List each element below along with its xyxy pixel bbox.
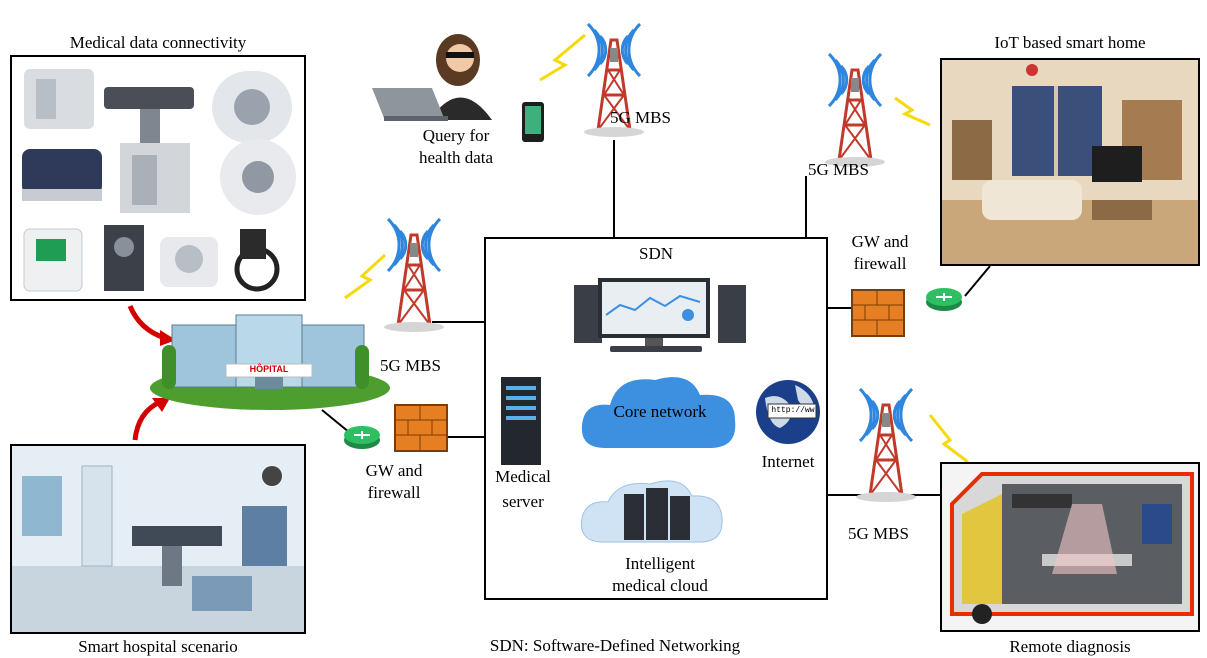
gw-right-line1: GW and [851, 232, 909, 251]
internet-globe-icon [756, 380, 820, 444]
medical-equipment-illustration [22, 69, 296, 292]
living-room-illustration [942, 60, 1198, 264]
gw-right-line2: firewall [853, 254, 907, 273]
medical-server-line2: server [502, 492, 544, 511]
gw-left-line1: GW and [365, 461, 423, 480]
internet-label: Internet [761, 452, 815, 471]
remote-diagnosis-caption: Remote diagnosis [1009, 637, 1131, 656]
mbs-top-label: 5G MBS [610, 108, 671, 127]
globe-url-text: http://ww [771, 406, 815, 415]
medical-data-title: Medical data connectivity [69, 33, 247, 52]
iot-home-title: IoT based smart home [994, 33, 1146, 52]
mbs-home-label: 5G MBS [808, 160, 869, 179]
query-label-line1: Query for [422, 126, 490, 145]
smart-hospital-caption: Smart hospital scenario [78, 637, 238, 656]
smart-home-panel [940, 58, 1200, 266]
ambulance-illustration [942, 464, 1198, 630]
ambulance-panel [940, 462, 1200, 632]
router-right-icon [926, 288, 962, 311]
smart-hospital-panel [10, 444, 306, 634]
router-left-icon [344, 426, 380, 449]
mbs-hospital-label: 5G MBS [380, 356, 441, 375]
medical-server-icon [501, 377, 541, 465]
sdn-title: SDN [638, 244, 673, 263]
cloud-label-line1: Intelligent [625, 554, 695, 573]
core-network-label: Core network [613, 402, 707, 421]
medical-equipment-panel [10, 55, 306, 301]
hospital-sign: HÔPITAL [249, 364, 289, 374]
firewall-right-icon [851, 289, 905, 337]
query-label-line2: health data [418, 148, 494, 167]
hospital-room-illustration [12, 446, 304, 632]
mbs-ambulance-label: 5G MBS [848, 524, 909, 543]
cloud-label-line2: medical cloud [612, 576, 708, 595]
core-network-cloud [581, 377, 736, 448]
medical-server-line1: Medical [495, 467, 551, 486]
sdn-workstation-icon [574, 278, 746, 352]
firewall-left-icon [394, 404, 448, 452]
gw-left-line2: firewall [367, 483, 421, 502]
sdn-footnote: SDN: Software-Defined Networking [489, 636, 741, 655]
